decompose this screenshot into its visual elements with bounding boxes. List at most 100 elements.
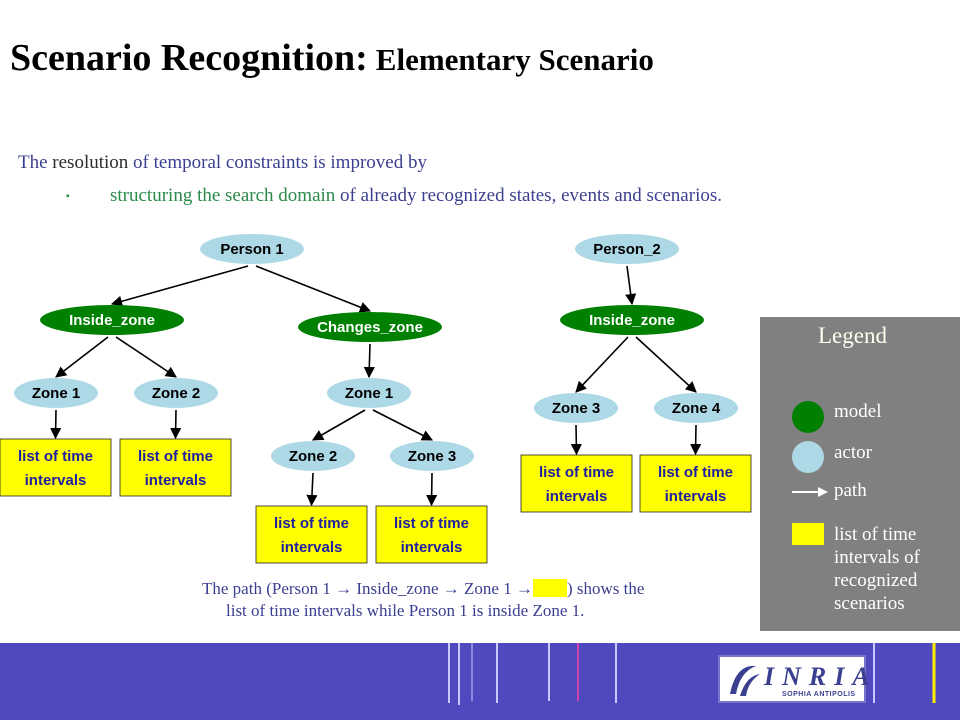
node-changes: Changes_zone [298, 312, 442, 342]
interval-box2-shape [119, 438, 232, 497]
node-inside1-shape [40, 305, 184, 335]
actor-swatch-icon [792, 441, 824, 473]
node-inside2-shape [560, 305, 704, 335]
boxes-layer: list of time intervals list of time interva… [0, 438, 752, 564]
caption-arrow-icon: → [515, 579, 533, 598]
interval-box2-line1: list of time [138, 448, 213, 465]
edge-zone3b-to-box4 [426, 472, 438, 507]
node-zone1b-label: Zone 1 [345, 385, 393, 402]
edge-zone1b-to-zone3b [372, 409, 433, 441]
node-zone3c: Zone 3 [534, 393, 618, 423]
caption-arrow-icon: → [335, 579, 353, 598]
node-changes-shape [298, 312, 442, 342]
interval-box2: list of time intervals [119, 438, 232, 497]
edges-layer [50, 265, 702, 507]
node-inside2-label: Inside_zone [589, 312, 675, 329]
node-zone2a-shape [134, 378, 218, 408]
bullet-item: ▪structuring the search domain of alread… [66, 185, 722, 207]
logo-subtext: SOPHIA ANTIPOLIS [782, 691, 856, 698]
edge-zone3c-to-box5 [570, 424, 582, 456]
interval-box6-shape [639, 454, 752, 513]
edge-person1-to-changes [255, 265, 372, 313]
interval-box6-line2: intervals [665, 488, 727, 505]
edge-zone1a-to-box1 [50, 409, 62, 440]
legend-title: Legend [818, 323, 887, 348]
title-sub: Elementary Scenario [375, 42, 654, 77]
interval-box4-shape [375, 505, 488, 564]
node-zone2a: Zone 2 [134, 378, 218, 408]
bullet-icon: ▪ [66, 191, 70, 203]
logo-word: INRIA [764, 662, 878, 691]
caption-arrow-icon: → [442, 579, 460, 598]
box-swatch-icon [792, 523, 824, 545]
edge-zone4c-to-box6 [690, 424, 702, 456]
interval-box1-line1: list of time [18, 448, 93, 465]
edge-changes-to-zone1b [363, 343, 375, 379]
node-person1-label: Person 1 [220, 241, 283, 258]
node-zone3b: Zone 3 [390, 441, 474, 471]
node-zone1a: Zone 1 [14, 378, 98, 408]
path-arrow-icon [792, 487, 828, 497]
node-inside2: Inside_zone [560, 305, 704, 335]
interval-box2-line2: intervals [145, 472, 207, 489]
interval-box5: list of time intervals [520, 454, 633, 513]
node-person2: Person_2 [575, 234, 679, 264]
node-zone3b-shape [390, 441, 474, 471]
node-zone2a-label: Zone 2 [152, 385, 200, 402]
edge-person1-to-inside1 [110, 265, 249, 307]
interval-box6: list of time intervals [639, 454, 752, 513]
node-zone4c-label: Zone 4 [672, 400, 721, 417]
interval-box4-line2: intervals [401, 539, 463, 556]
node-zone4c: Zone 4 [654, 393, 738, 423]
caption-line2: list of time intervals while Person 1 is… [226, 601, 585, 620]
node-zone2b: Zone 2 [271, 441, 355, 471]
legend-panel: Legend model actor path list of time int… [760, 317, 960, 631]
node-zone4c-shape [654, 393, 738, 423]
page-title: Scenario Recognition:Elementary Scenario [10, 36, 654, 80]
node-zone1b-shape [327, 378, 411, 408]
caption-part3: Zone 1 [459, 579, 516, 598]
intro-word-resolution: resolution [47, 152, 134, 173]
edge-inside1-to-zone1a [55, 336, 109, 378]
interval-box5-line1: list of time [539, 464, 614, 481]
inria-logo: INRIA SOPHIA ANTIPOLIS [718, 655, 870, 703]
footer-stripes [448, 643, 936, 705]
interval-box3-line2: intervals [281, 539, 343, 556]
node-changes-label: Changes_zone [317, 319, 423, 336]
legend-label-path: path [834, 480, 867, 501]
interval-box1-shape [0, 438, 112, 497]
interval-box5-shape [520, 454, 633, 513]
interval-box4-line1: list of time [394, 515, 469, 532]
interval-box1-line2: intervals [25, 472, 87, 489]
node-person1: Person 1 [200, 234, 304, 264]
interval-box3: list of time intervals [255, 505, 368, 564]
node-zone3c-label: Zone 3 [552, 400, 600, 417]
node-person2-label: Person_2 [593, 241, 661, 258]
caption-part4: ) shows the [566, 579, 645, 598]
bullet-rest: of already recognized states, events and… [335, 185, 722, 206]
node-person1-shape [200, 234, 304, 264]
intro-word-the: The [18, 152, 48, 173]
caption-part1: The path (Person 1 [202, 579, 336, 598]
interval-box5-line2: intervals [546, 488, 608, 505]
edge-zone2b-to-box3 [306, 472, 318, 507]
interval-box6-line1: list of time [658, 464, 733, 481]
node-zone1a-label: Zone 1 [32, 385, 80, 402]
caption: The path (Person 1 → Inside_zone → Zone … [202, 578, 644, 622]
node-zone2b-label: Zone 2 [289, 448, 337, 465]
intro-text: The resolution of temporal constraints i… [18, 152, 427, 174]
node-zone1b: Zone 1 [327, 378, 411, 408]
interval-box3-shape [255, 505, 368, 564]
node-zone3b-label: Zone 3 [408, 448, 456, 465]
node-person2-shape [575, 234, 679, 264]
title-main: Scenario Recognition: [10, 37, 368, 79]
edge-zone2a-to-box2 [170, 409, 182, 440]
node-zone1a-shape [14, 378, 98, 408]
model-swatch-icon [792, 401, 824, 433]
edge-inside2-to-zone3c [575, 336, 629, 393]
interval-box3-line1: list of time [274, 515, 349, 532]
interval-box1: list of time intervals [0, 438, 112, 497]
logo-mark-icon [730, 665, 760, 696]
